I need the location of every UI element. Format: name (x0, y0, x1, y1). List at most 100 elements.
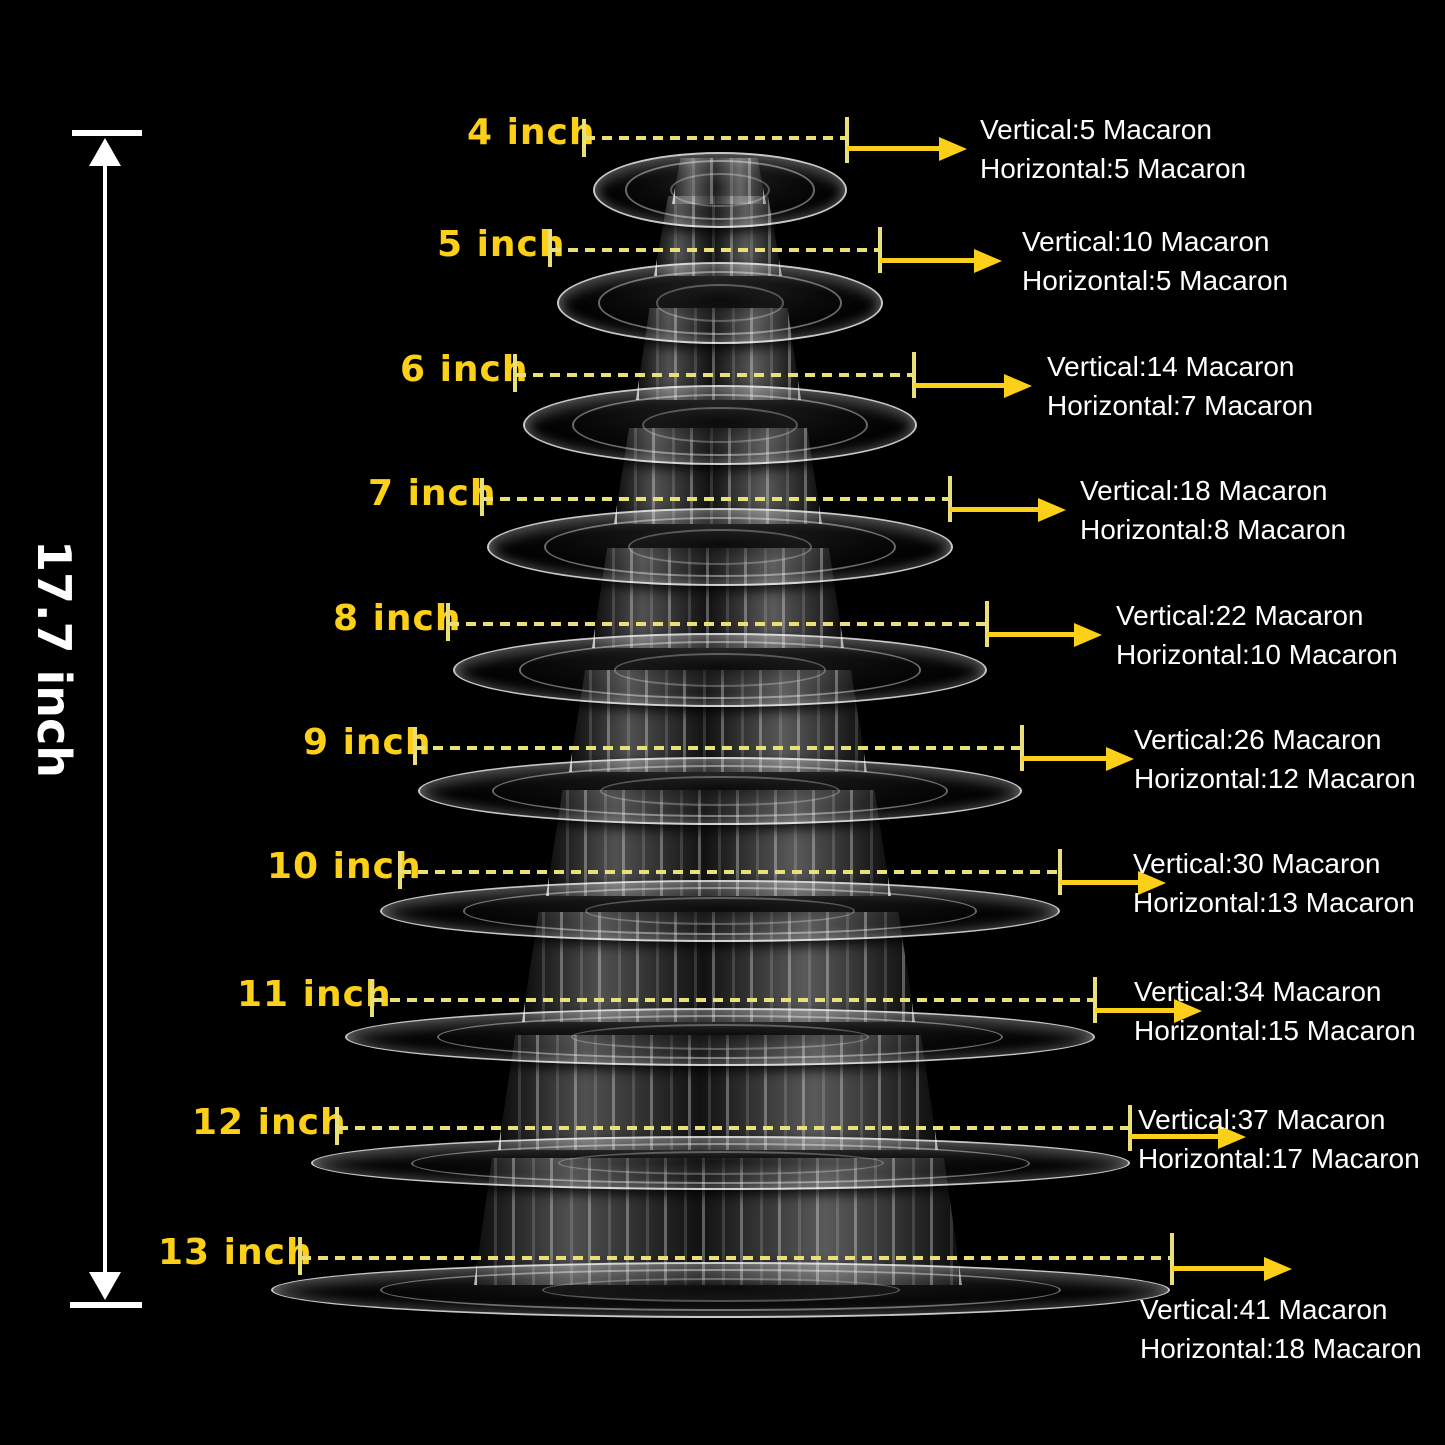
vertical-capacity: Vertical:14 Macaron (1047, 351, 1295, 382)
measure-tick-left (548, 229, 552, 267)
measure-dashed-line (551, 248, 878, 252)
arrow-shaft (1095, 1008, 1174, 1013)
arrow-right-icon (1106, 747, 1134, 771)
tier-size-label: 11 inch (237, 974, 392, 1015)
tier-size-label: 12 inch (192, 1102, 347, 1143)
tower-plate-13in (271, 1262, 1170, 1318)
tier-capacity-info: Vertical:14 Macaron Horizontal:7 Macaron (1047, 347, 1313, 425)
tier-size-label: 4 inch (467, 112, 596, 153)
tier-capacity-info: Vertical:30 Macaron Horizontal:13 Macaro… (1133, 844, 1415, 922)
arrow-shaft (987, 632, 1074, 637)
tower-plate-10in (380, 880, 1060, 942)
measure-tick-left (582, 119, 586, 157)
horizontal-capacity: Horizontal:15 Macaron (1134, 1015, 1416, 1046)
vertical-capacity: Vertical:30 Macaron (1133, 848, 1381, 879)
vertical-capacity: Vertical:37 Macaron (1138, 1104, 1386, 1135)
measure-tick-left (480, 478, 484, 516)
overall-height-label: 17.7 inch (27, 539, 81, 779)
vertical-capacity: Vertical:5 Macaron (980, 114, 1212, 145)
tower-top-cap (672, 158, 766, 204)
tier-capacity-info: Vertical:5 Macaron Horizontal:5 Macaron (980, 110, 1246, 188)
measure-tick-right (1170, 1233, 1174, 1285)
vertical-capacity: Vertical:41 Macaron (1140, 1294, 1388, 1325)
measure-tick-right (1020, 725, 1024, 771)
horizontal-capacity: Horizontal:17 Macaron (1138, 1143, 1420, 1174)
tier-size-label: 7 inch (368, 473, 497, 514)
measure-tick-right (948, 476, 952, 522)
tier-size-label: 5 inch (437, 224, 566, 265)
arrow-shaft (847, 146, 939, 151)
measure-dashed-line (516, 373, 912, 377)
horizontal-capacity: Horizontal:18 Macaron (1140, 1333, 1422, 1364)
arrow-right-icon (1038, 498, 1066, 522)
measure-tick-right (1058, 849, 1062, 895)
horizontal-capacity: Horizontal:12 Macaron (1134, 763, 1416, 794)
arrow-shaft (1022, 756, 1106, 761)
arrow-right-icon (1004, 374, 1032, 398)
measure-dashed-line (483, 497, 948, 501)
tower-plate-5in (557, 262, 883, 344)
tower-plate-6in (523, 385, 917, 465)
arrow-right-icon (974, 249, 1002, 273)
arrow-right-icon (1218, 1125, 1246, 1149)
horizontal-capacity: Horizontal:5 Macaron (980, 153, 1247, 184)
horizontal-capacity: Horizontal:7 Macaron (1047, 390, 1314, 421)
horizontal-capacity: Horizontal:10 Macaron (1116, 639, 1398, 670)
measure-end-bar-bottom (70, 1302, 142, 1308)
arrow-right-icon (1074, 623, 1102, 647)
tower-plate-9in (418, 757, 1022, 825)
arrow-right-icon (1264, 1257, 1292, 1281)
arrow-down-icon (89, 1272, 121, 1300)
measure-tick-right (1128, 1105, 1132, 1151)
vertical-capacity: Vertical:18 Macaron (1080, 475, 1328, 506)
measure-dashed-line (416, 746, 1020, 750)
tier-size-label: 10 inch (267, 846, 422, 887)
measure-tick-right (878, 227, 882, 273)
tier-capacity-info: Vertical:41 Macaron Horizontal:18 Macaro… (1140, 1290, 1422, 1368)
vertical-capacity: Vertical:26 Macaron (1134, 724, 1382, 755)
tier-size-label: 9 inch (303, 722, 432, 763)
measure-tick-left (335, 1107, 339, 1145)
tier-size-label: 13 inch (158, 1232, 313, 1273)
measure-dashed-line (449, 622, 985, 626)
measure-tick-right (845, 117, 849, 163)
tier-capacity-info: Vertical:37 Macaron Horizontal:17 Macaro… (1138, 1100, 1420, 1178)
tier-capacity-info: Vertical:34 Macaron Horizontal:15 Macaro… (1134, 972, 1416, 1050)
measure-dashed-line (338, 1126, 1128, 1130)
vertical-capacity: Vertical:10 Macaron (1022, 226, 1270, 257)
measure-vertical-line (103, 152, 107, 1286)
arrow-shaft (880, 258, 974, 263)
tower-plate-8in (453, 633, 987, 707)
vertical-capacity: Vertical:22 Macaron (1116, 600, 1364, 631)
tower-plate-7in (487, 508, 953, 586)
tower-plate-11in (345, 1008, 1095, 1066)
arrow-right-icon (1138, 871, 1166, 895)
measure-tick-left (398, 851, 402, 889)
measure-dashed-line (401, 870, 1058, 874)
measure-tick-left (446, 603, 450, 641)
tier-capacity-info: Vertical:26 Macaron Horizontal:12 Macaro… (1134, 720, 1416, 798)
arrow-shaft (1060, 880, 1138, 885)
arrow-shaft (1172, 1266, 1264, 1271)
measure-end-bar-top (72, 130, 142, 136)
tower-plate-12in (311, 1136, 1130, 1190)
tier-size-label: 8 inch (333, 598, 462, 639)
tier-capacity-info: Vertical:18 Macaron Horizontal:8 Macaron (1080, 471, 1346, 549)
measure-tick-left (370, 979, 374, 1017)
horizontal-capacity: Horizontal:5 Macaron (1022, 265, 1289, 296)
tier-size-label: 6 inch (400, 349, 529, 390)
arrow-right-icon (939, 137, 967, 161)
measure-tick-right (912, 352, 916, 398)
horizontal-capacity: Horizontal:13 Macaron (1133, 887, 1415, 918)
tier-capacity-info: Vertical:22 Macaron Horizontal:10 Macaro… (1116, 596, 1398, 674)
measure-dashed-line (585, 136, 845, 140)
measure-tick-left (413, 727, 417, 765)
arrow-shaft (1130, 1134, 1218, 1139)
tier-capacity-info: Vertical:10 Macaron Horizontal:5 Macaron (1022, 222, 1288, 300)
measure-dashed-line (373, 998, 1093, 1002)
arrow-shaft (914, 383, 1004, 388)
measure-dashed-line (301, 1256, 1170, 1260)
measure-tick-left (298, 1237, 302, 1275)
